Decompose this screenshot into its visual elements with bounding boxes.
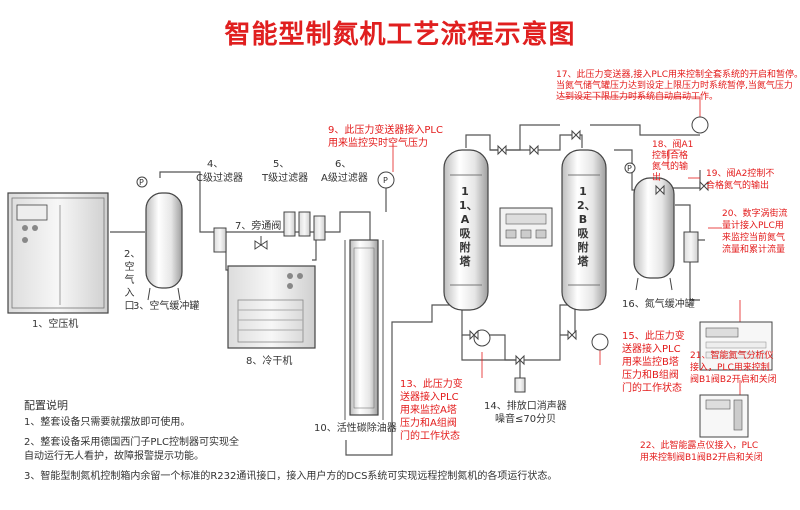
annotation-21-line-1: 21、智能氮气分析仪 <box>690 351 774 361</box>
annotation-18-line-4: 出 <box>652 173 662 183</box>
annotation-22-line-1: 22、此智能露点仪接入，PLC <box>640 441 759 451</box>
annotation-20: 20、数字涡街流 量计接入PLC用 来监控当前氮气 流量和累计流量 <box>722 208 787 256</box>
label-air-buffer-tank: 3、空气缓冲罐 <box>133 301 200 312</box>
label-air-inlet: 2、空气入口 <box>124 249 141 312</box>
label-a-filter-num: 6、 <box>335 159 352 170</box>
gauge-letter-n2-tank: P <box>627 164 632 173</box>
pressure-gauges <box>377 116 709 351</box>
annotation-20-line-1: 20、数字涡街流 <box>722 209 788 219</box>
annotation-21-line-2: 接入，PLC用来控制 <box>690 363 770 373</box>
annotation-13-line-5: 门的工作状态 <box>400 431 460 442</box>
note-item-1: 1、整套设备只需要就摆放即可使用。 <box>24 417 191 428</box>
annotation-19: 19、阀A2控制不 合格氮气的输出 <box>706 168 774 192</box>
exhaust-silencer <box>514 377 526 393</box>
annotation-9: 9、此压力变送器接入PLC 用来监控实时空气压力 <box>328 124 443 150</box>
annotation-15-line-1: 15、此压力变 <box>622 331 685 342</box>
annotation-18: 18、阀A1 控制合格 氮气的输 出 <box>652 140 693 184</box>
control-panel <box>499 207 553 247</box>
annotation-22-line-2: 用来控制阀B1阀B2开启和关闭 <box>640 453 763 463</box>
gauge-letter-air-tank: P <box>139 178 144 187</box>
annotation-15-line-4: 压力和B组阀 <box>622 370 679 381</box>
label-nitrogen-buffer-tank: 16、氮气缓冲罐 <box>622 299 695 310</box>
air-buffer-tank <box>136 176 183 301</box>
label-t-filter: T级过滤器 <box>262 173 309 184</box>
annotation-9-line-1: 9、此压力变送器接入PLC <box>328 125 443 136</box>
annotation-leaders <box>392 96 741 395</box>
annotation-18-line-1: 18、阀A1 <box>652 140 694 150</box>
annotation-15-line-2: 送器接入PLC <box>622 344 681 355</box>
annotation-18-line-2: 控制合格 <box>652 151 689 161</box>
activated-carbon-filter <box>344 239 384 420</box>
annotation-20-line-2: 量计接入PLC用 <box>722 221 784 231</box>
annotation-15-line-3: 用来监控B塔 <box>622 357 679 368</box>
label-tower-a: 11、A吸附塔 <box>459 185 478 268</box>
annotation-22: 22、此智能露点仪接入，PLC 用来控制阀B1阀B2开启和关闭 <box>640 440 763 464</box>
annotation-9-line-2: 用来监控实时空气压力 <box>328 138 428 149</box>
refrigerated-dryer <box>227 265 316 349</box>
vortex-flow-meter <box>683 231 699 263</box>
adsorption-tower-b <box>561 149 607 311</box>
label-refrigerated-dryer: 8、冷干机 <box>246 356 293 367</box>
annotation-19-line-1: 19、阀A2控制不 <box>706 169 775 179</box>
annotation-19-line-2: 合格氮气的输出 <box>706 181 770 191</box>
label-a-filter: A级过滤器 <box>321 173 368 184</box>
configuration-notes: 配置说明 1、整套设备只需要就摆放即可使用。 2、整套设备采用德国西门子PLC控… <box>24 399 557 484</box>
annotation-21-line-3: 阀B1阀B2开启和关闭 <box>690 375 777 385</box>
diagram-title: 智能型制氮机工艺流程示意图 <box>224 20 576 50</box>
note-item-2-cont: 自动运行无人看护，故障报警提示功能。 <box>24 451 204 462</box>
label-bypass-valve: 7、旁通阀 <box>235 221 282 232</box>
annotation-20-line-3: 来监控当前氮气 <box>722 233 786 243</box>
annotation-17: 17、此压力变送器,接入PLC用来控制全套系统的开启和暂停。 当氮气储气罐压力达… <box>556 70 800 103</box>
label-noise: 噪音≤70分贝 <box>495 414 557 425</box>
gauge-letter-air: P <box>383 176 388 185</box>
label-c-filter: C级过滤器 <box>196 173 243 184</box>
annotation-17-line-1: 17、此压力变送器,接入PLC用来控制全套系统的开启和暂停。 <box>556 70 800 80</box>
annotation-13: 13、此压力变 送器接入PLC 用来监控A塔 压力和A组阀 门的工作状态 <box>400 378 463 443</box>
annotation-15: 15、此压力变 送器接入PLC 用来监控B塔 压力和B组阀 门的工作状态 <box>622 330 685 395</box>
label-silencer: 14、排放口消声器 <box>484 401 567 412</box>
air-compressor <box>7 192 109 314</box>
note-item-2: 2、整套设备采用德国西门子PLC控制器可实现全 <box>24 437 239 448</box>
nitrogen-buffer-tank <box>624 162 675 291</box>
annotation-13-line-2: 送器接入PLC <box>400 392 459 403</box>
annotation-18-line-3: 氮气的输 <box>652 162 689 172</box>
annotation-21: 21、智能氮气分析仪 接入，PLC用来控制 阀B1阀B2开启和关闭 <box>690 350 777 386</box>
label-tower-b: 12、B吸附塔 <box>577 185 596 268</box>
valves <box>469 129 709 366</box>
annotation-17-line-2: 当氮气储气罐压力达到设定上限压力时系统暂停,当氮气压力 <box>556 81 793 91</box>
label-c-filter-num: 4、 <box>207 159 224 170</box>
label-air-compressor: 1、空压机 <box>32 319 79 330</box>
label-t-filter-num: 5、 <box>273 159 290 170</box>
annotation-17-line-3: 达到设定下限压力时系统自动启动工作。 <box>556 92 719 102</box>
annotation-13-line-3: 用来监控A塔 <box>400 405 457 416</box>
dew-point-meter <box>699 394 749 438</box>
notes-heading: 配置说明 <box>24 399 68 412</box>
label-carbon-filter: 10、活性碳除油器 <box>314 423 397 434</box>
annotation-13-line-4: 压力和A组阀 <box>400 418 457 429</box>
adsorption-tower-a <box>443 149 489 311</box>
bypass-valve <box>254 236 268 250</box>
annotation-13-line-1: 13、此压力变 <box>400 379 463 390</box>
annotation-20-line-4: 流量和累计流量 <box>722 245 786 255</box>
nitrogen-analyzer <box>699 321 773 371</box>
filters <box>213 211 326 253</box>
note-item-3: 3、智能型制氮机控制箱内余留一个标准的R232通讯接口，接入用户方的DCS系统可… <box>24 471 558 482</box>
annotation-15-line-5: 门的工作状态 <box>622 383 682 394</box>
